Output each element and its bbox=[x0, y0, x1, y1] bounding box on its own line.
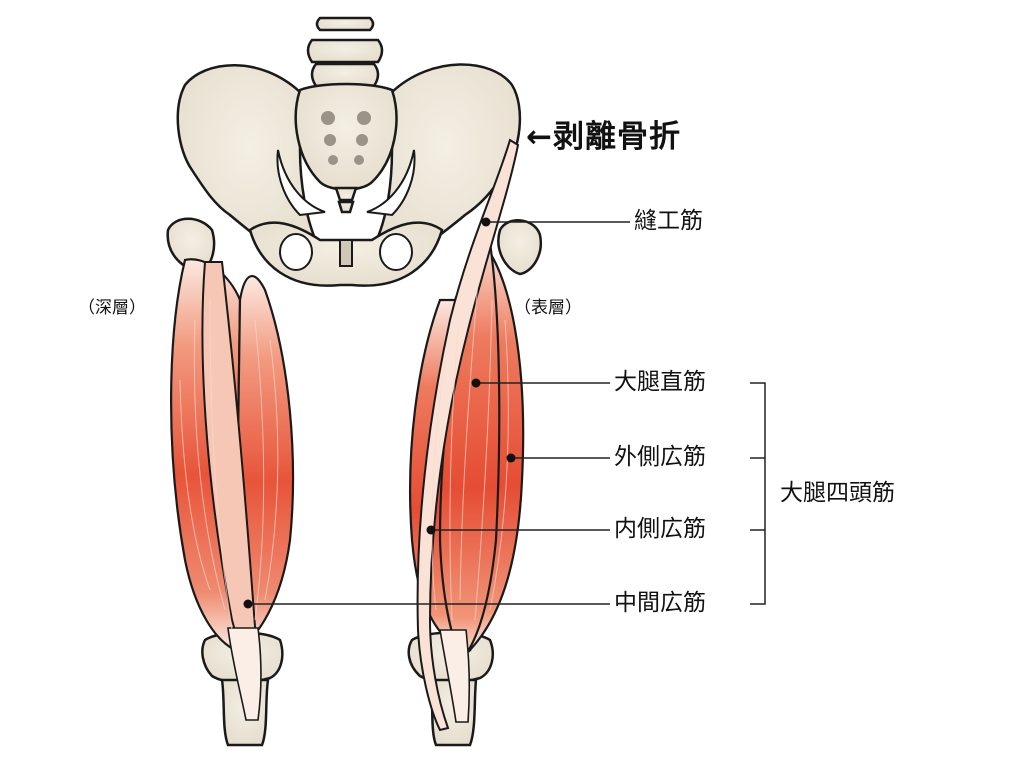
vastus-lateralis-dot bbox=[506, 453, 516, 463]
vastus-intermedius-dot bbox=[243, 599, 253, 609]
obturator-foramina bbox=[279, 233, 413, 271]
sacral-foramina bbox=[321, 111, 371, 165]
vastus-lateralis-label: 外側広筋 bbox=[614, 444, 706, 470]
pointer-dots bbox=[243, 217, 516, 609]
pointer-lines bbox=[248, 221, 766, 605]
left-ilium bbox=[176, 64, 322, 270]
sartorius-label: 縫工筋 bbox=[634, 208, 703, 234]
sartorius-dot bbox=[481, 217, 491, 227]
lumbar-vertebra bbox=[315, 16, 375, 32]
rectus-femoris-label: 大腿直筋 bbox=[614, 369, 706, 395]
right-ilium bbox=[370, 63, 522, 270]
left-patellar-tendon bbox=[227, 627, 262, 721]
right-quadriceps bbox=[408, 138, 525, 732]
right-muscle-fibers bbox=[431, 279, 509, 621]
rectus-femoris-dot bbox=[471, 378, 481, 388]
lumbar-vertebra bbox=[310, 62, 380, 88]
left-muscle-fibers bbox=[179, 299, 279, 631]
lumbar-vertebra bbox=[306, 38, 384, 64]
quadriceps-label: 大腿四頭筋 bbox=[780, 480, 895, 506]
deep-layer-label: （深層） bbox=[78, 298, 146, 318]
pelvic-inlet bbox=[276, 149, 416, 217]
right-patellar-tendon bbox=[439, 629, 471, 723]
fracture-label: ←剥離骨折 bbox=[526, 119, 681, 155]
quadriceps-bracket bbox=[750, 382, 766, 605]
sacrum bbox=[294, 82, 398, 191]
vastus-medialis-label: 内側広筋 bbox=[614, 516, 706, 542]
left-quadriceps bbox=[170, 258, 295, 721]
vastus-intermedius-label: 中間広筋 bbox=[614, 590, 706, 616]
vastus-medialis-dot bbox=[426, 525, 436, 535]
superficial-layer-label: （表層） bbox=[514, 298, 582, 318]
coccyx bbox=[334, 186, 358, 214]
right-sartorius bbox=[416, 138, 520, 732]
